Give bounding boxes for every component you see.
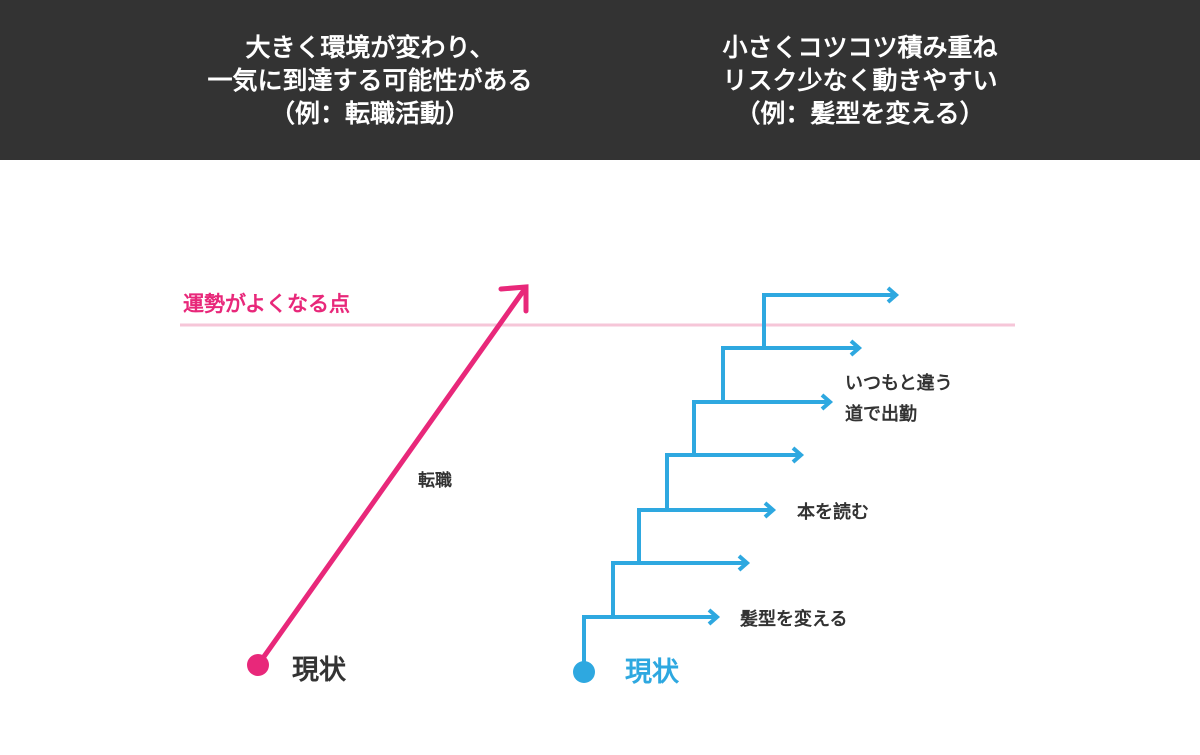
right-path-staircase	[582, 286, 900, 668]
step-3-arrowhead	[763, 501, 777, 519]
left-path-start-dot	[247, 654, 269, 676]
step-6-arrowhead	[849, 339, 863, 357]
step-5-arrowhead	[820, 393, 834, 411]
header-left-line-3: （例：転職活動）	[269, 99, 470, 128]
header-left-line-1: 大きく環境が変わり、	[245, 33, 495, 62]
header-banner: 大きく環境が変わり、 一気に到達する可能性がある （例：転職活動） 小さくコツコ…	[0, 0, 1200, 160]
step-1-label: 髪型を変える	[739, 608, 847, 630]
staircase-line	[582, 293, 895, 668]
header-right-line-2: リスク少なく動きやすい	[722, 66, 998, 95]
step-3-label: 本を読む	[797, 501, 869, 523]
header-left-line-2: 一気に到達する可能性がある	[207, 66, 533, 95]
right-path-start-dot	[573, 661, 595, 683]
step-5-label-line-2: 道で出勤	[845, 403, 917, 425]
step-1-arrowhead	[707, 608, 721, 626]
header-right-caption: 小さくコツコツ積み重ね リスク少なく動きやすい （例：髪型を変える）	[600, 31, 1120, 130]
step-4-arrowhead	[791, 446, 805, 464]
left-path-arrowhead	[498, 284, 529, 314]
left-path-start-label: 現状	[292, 655, 347, 686]
step-5-label-line-1: いつもと違う	[845, 372, 953, 394]
left-path-arrow-line	[255, 287, 527, 668]
header-right-line-1: 小さくコツコツ積み重ね	[722, 33, 998, 62]
threshold-label: 運勢がよくなる点	[183, 292, 350, 316]
header-left-caption: 大きく環境が変わり、 一気に到達する可能性がある （例：転職活動）	[110, 31, 630, 130]
step-2-arrowhead	[737, 554, 751, 572]
left-path-arrow-label: 転職	[418, 470, 452, 491]
header-right-line-3: （例：髪型を変える）	[735, 99, 985, 128]
right-path-start-label: 現状	[625, 657, 680, 688]
step-7-arrowhead	[886, 286, 900, 304]
